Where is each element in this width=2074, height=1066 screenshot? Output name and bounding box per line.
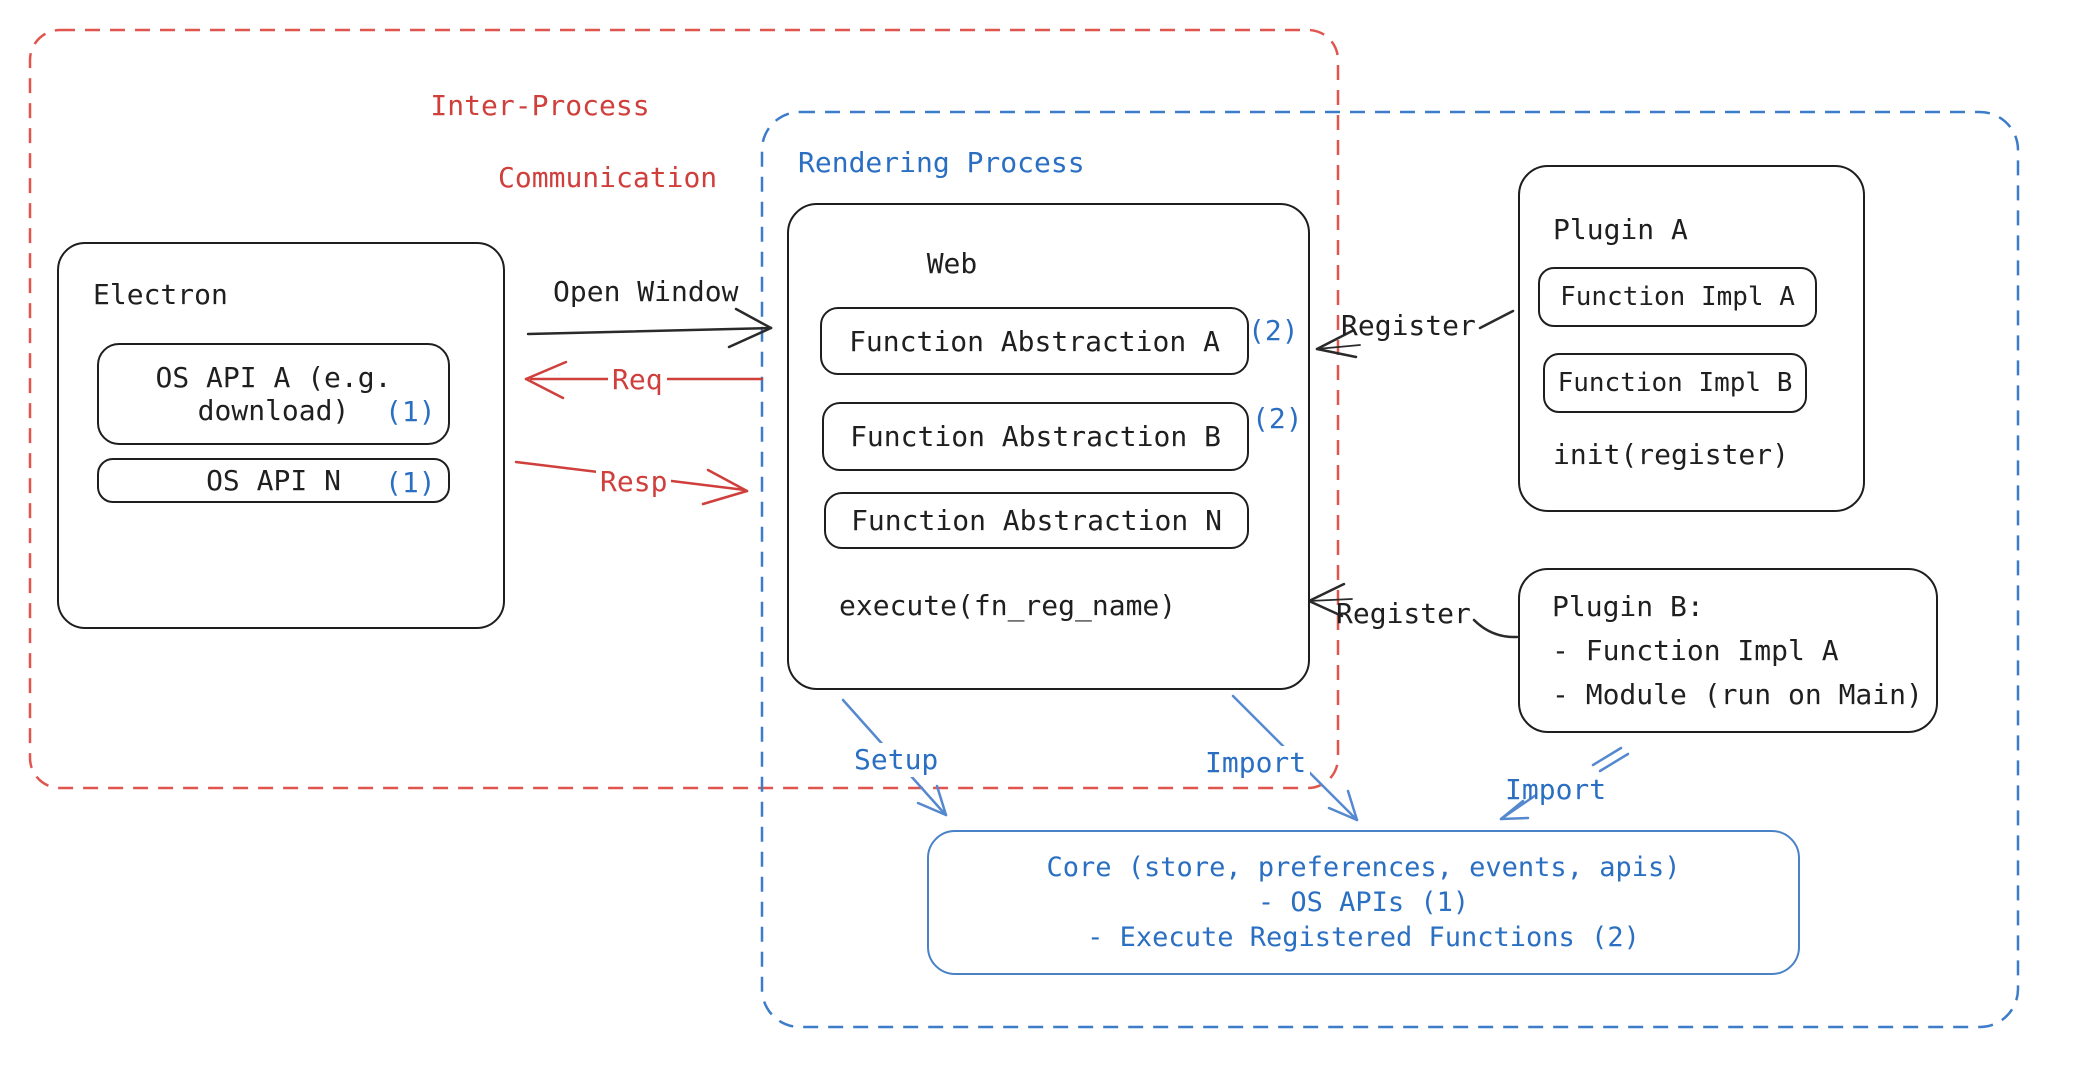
open-window-arrow [526, 307, 773, 349]
plugin-a-box [1518, 165, 1865, 512]
os-api-a-line1: OS API A (e.g. [155, 361, 392, 394]
plugin-a-init-label: init(register) [1553, 438, 1790, 471]
plugin-b-line1: Plugin B: [1552, 589, 1704, 623]
req-label: Req [608, 363, 667, 397]
electron-title: Electron [93, 278, 228, 311]
function-impl-b-label: Function Impl B [1557, 368, 1793, 398]
function-abstraction-a-label: Function Abstraction A [849, 324, 1220, 358]
execute-label: execute(fn_reg_name) [839, 589, 1177, 622]
import-right-arrow [1499, 746, 1630, 821]
os-api-a-line2: download) [197, 394, 350, 427]
resp-label: Resp [596, 465, 672, 499]
register-bottom-arrow [1307, 582, 1519, 639]
os-api-a-box: OS API A (e.g. download) [97, 343, 450, 445]
function-abstraction-n-box: Function Abstraction N [824, 492, 1249, 549]
function-abstraction-a-badge: (2) [1248, 314, 1299, 347]
open-window-label: Open Window [553, 275, 739, 308]
core-line3: - Execute Registered Functions (2) [1087, 922, 1640, 953]
ipc-dashed-region [28, 28, 1340, 790]
ipc-label-line1: Inter-Process [430, 89, 650, 122]
os-api-n-label: OS API N [206, 464, 341, 497]
core-line2: - OS APIs (1) [1257, 887, 1470, 918]
function-abstraction-n-label: Function Abstraction N [851, 504, 1222, 537]
ipc-label-line2: Communication [498, 161, 718, 194]
plugin-b-line3: - Module (run on Main) [1552, 677, 1923, 711]
register-top-label: Register [1341, 309, 1476, 342]
plugin-b-box: Plugin B: - Function Impl A - Module (ru… [1518, 568, 1938, 733]
import-right-label: Import [1505, 773, 1607, 806]
setup-label: Setup [850, 743, 943, 777]
function-abstraction-b-label: Function Abstraction B [850, 420, 1221, 453]
ipc-region-label: Inter-Process Communication [380, 88, 717, 196]
register-top-arrow [1315, 309, 1515, 359]
os-api-n-box: OS API N [97, 458, 450, 503]
import-left-label: Import [1201, 746, 1311, 780]
core-line1: Core (store, preferences, events, apis) [1046, 852, 1681, 883]
register-bottom-label: Register [1336, 597, 1471, 630]
function-abstraction-a-box: Function Abstraction A [820, 307, 1249, 375]
function-abstraction-b-badge: (2) [1252, 402, 1303, 435]
function-impl-b-box: Function Impl B [1543, 353, 1807, 413]
function-impl-a-label: Function Impl A [1560, 282, 1795, 312]
plugin-b-line2: - Function Impl A [1552, 633, 1839, 667]
core-box: Core (store, preferences, events, apis) … [927, 830, 1800, 975]
os-api-n-badge: (1) [385, 466, 436, 499]
rendering-dashed-region [760, 110, 2020, 1029]
function-abstraction-b-box: Function Abstraction B [822, 402, 1249, 471]
os-api-a-badge: (1) [385, 395, 436, 428]
web-title: Web [926, 247, 978, 280]
rendering-region-label: Rendering Process [798, 146, 1085, 179]
function-impl-a-box: Function Impl A [1538, 267, 1817, 327]
plugin-a-title: Plugin A [1553, 213, 1688, 246]
